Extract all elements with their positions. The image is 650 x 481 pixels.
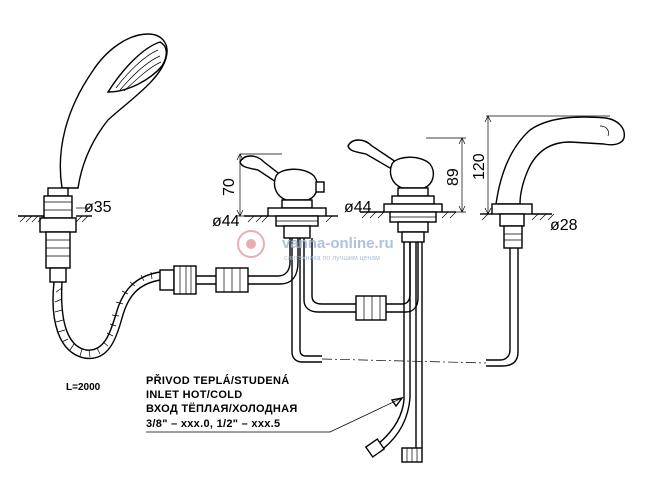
hose-connector-left [159,265,216,295]
mixer-valve-left [239,155,327,239]
inlet-note-line-cz: PŘIVOD TEPLÁ/STUDENÁ [146,374,290,387]
watermark-tagline: сантехника по лучшим ценам [284,255,380,262]
left-mixer-dimensions: 70 ø44 [212,153,282,230]
watermark: vanna-online.ru сантехника по лучшим цен… [237,230,394,262]
hand-shower [39,33,168,283]
left-handle-height-label: 70 [221,178,238,196]
shower-diameter-dimension: ø35 [76,199,112,216]
inlet-note-line-sizes: 3/8" – xxx.0, 1/2" – xxx.5 [146,418,280,430]
spout-diameter-label: ø28 [550,217,578,234]
mixer-left-pipes [291,238,356,363]
spout [486,116,625,367]
watermark-site: vanna-online.ru [282,235,394,252]
inlet-note-line-en: INLET HOT/COLD [146,389,242,401]
shower-hose [52,271,161,360]
left-mixer-diameter-label: ø44 [212,213,240,230]
spout-height-label: 120 [471,153,488,180]
deck-hatch-shower [18,215,92,223]
hose-length-label: L=2000 [66,382,101,393]
hose-connector-right [215,232,299,293]
right-mixer-dimensions: 89 ø44 [344,137,466,216]
mixer-valve-right [347,139,443,243]
right-mixer-diameter-label: ø44 [344,199,372,216]
mixer-bridge-connector [355,240,419,321]
right-handle-height-label: 89 [445,168,462,186]
spout-dimensions: 120 ø28 [471,115,610,234]
centre-line [321,358,487,364]
mixer-right-inlet-pipes [364,242,423,463]
shower-diameter-label: ø35 [84,199,112,216]
inlet-note: PŘIVOD TEPLÁ/STUDENÁ INLET HOT/COLD ВХОД… [146,374,404,433]
inlet-note-line-ru: ВХОД ТЁПЛАЯ/ХОЛОДНАЯ [146,402,298,415]
